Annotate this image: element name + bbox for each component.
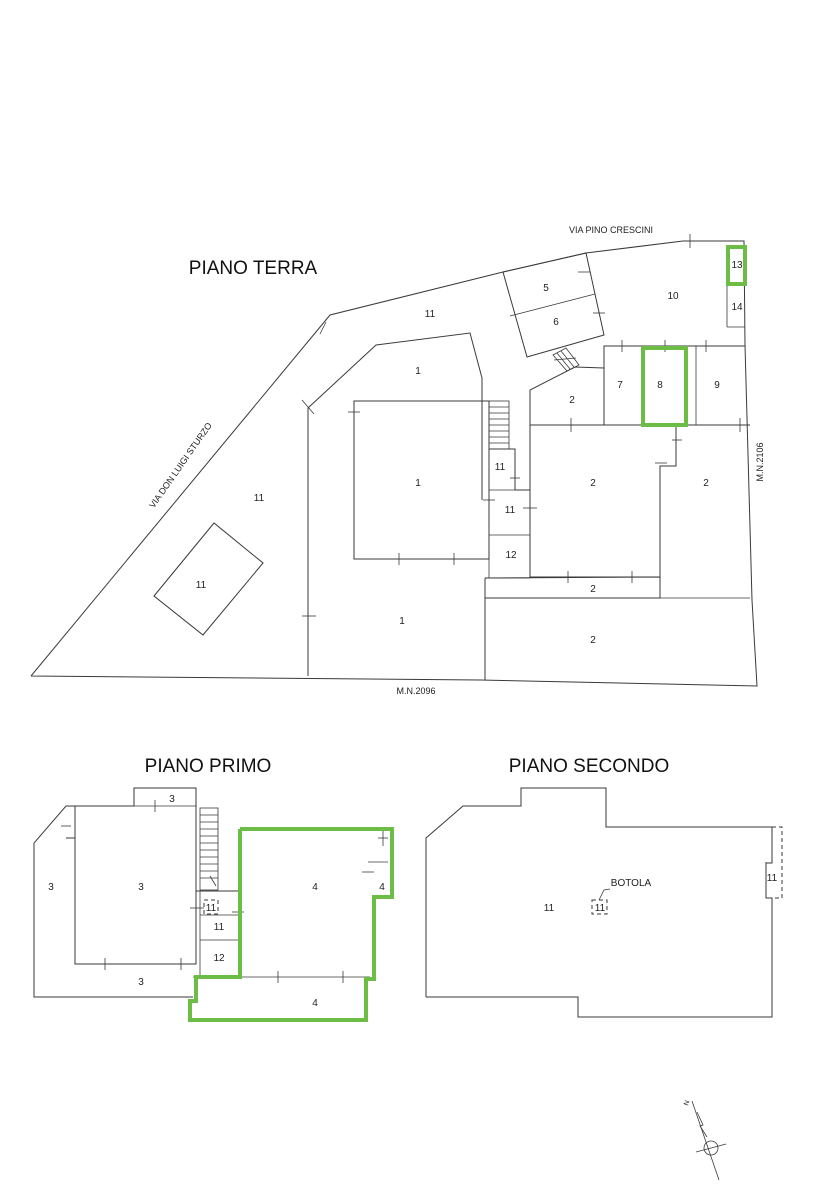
room-label: 14 [731, 302, 743, 313]
first-highlight-room-4 [188, 827, 394, 1022]
room-label: 6 [553, 317, 559, 328]
room-label: 12 [213, 953, 225, 964]
room-label: 2 [569, 395, 575, 406]
room-label: 11 [767, 873, 778, 884]
room-label: 13 [731, 260, 743, 271]
street-label-don-luigi-sturzo: VIA DON LUIGI STURZO [147, 421, 214, 510]
first-floor-heading: PIANO PRIMO [145, 756, 272, 777]
botola-label: BOTOLA [611, 878, 652, 889]
room-label: 11 [214, 922, 225, 933]
room-label: 5 [543, 283, 549, 294]
room-label: 1 [415, 478, 421, 489]
room-label: 7 [617, 380, 623, 391]
room-label: 12 [505, 550, 517, 561]
room-label: 3 [138, 882, 144, 893]
room-label: 11 [425, 309, 436, 320]
compass-icon: N [683, 1100, 727, 1181]
room-label: 11 [495, 462, 506, 473]
ground-highlight-room-8 [641, 346, 688, 427]
room-label: 4 [312, 882, 318, 893]
ground-highlight-room-13 [726, 245, 747, 286]
garage-block [502, 252, 605, 358]
room-label: 11 [505, 505, 516, 516]
room-label: 2 [590, 478, 596, 489]
room-label: 3 [169, 794, 175, 805]
parcel-label-mn-2096: M.N.2096 [396, 686, 435, 696]
room-label: 3 [138, 977, 144, 988]
room-label: 11 [595, 903, 606, 914]
parcel-label-mn-2106: M.N.2106 [755, 442, 765, 481]
ground-boundary [30, 240, 758, 687]
room-label: 10 [667, 291, 679, 302]
room-label: 9 [714, 380, 720, 391]
room-label: 2 [590, 584, 596, 595]
ground-floor-plan [30, 234, 758, 687]
second-floor-heading: PIANO SECONDO [509, 756, 669, 777]
second-floor-plan [425, 787, 783, 1018]
room-label: 11 [206, 903, 217, 914]
room-label: 11 [544, 903, 555, 914]
room-label: 11 [196, 580, 207, 591]
room-label: 4 [312, 998, 318, 1009]
street-label-pino-crescini: VIA PINO CRESCINI [569, 225, 653, 235]
room-label: 2 [703, 478, 709, 489]
room-label: 11 [254, 493, 265, 504]
first-floor-plan [33, 787, 388, 998]
room-label: 8 [657, 380, 663, 391]
ground-box-11 [153, 522, 264, 636]
first-stair [199, 807, 219, 891]
room-label: 1 [415, 366, 421, 377]
room-label: 1 [399, 616, 405, 627]
ground-floor-heading: PIANO TERRA [189, 258, 318, 279]
north-label: N [683, 1100, 691, 1107]
room-label: 3 [48, 882, 54, 893]
room-label: 2 [590, 635, 596, 646]
room-label: 4 [379, 882, 385, 893]
ground-stair [488, 400, 510, 450]
